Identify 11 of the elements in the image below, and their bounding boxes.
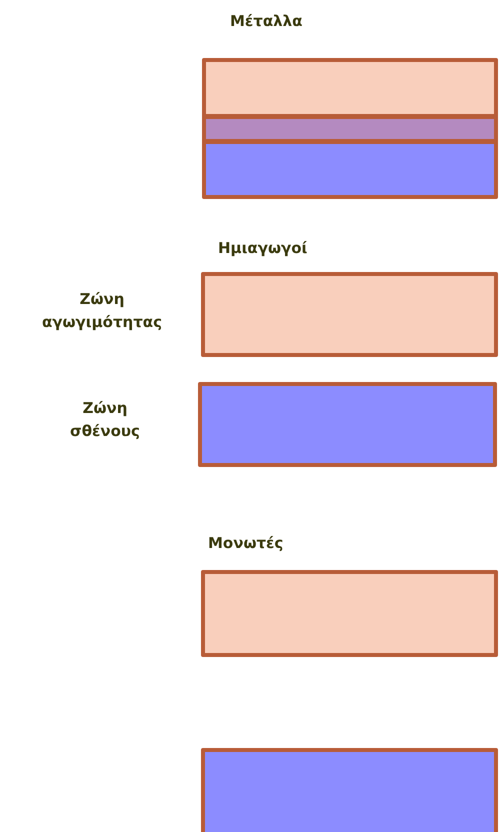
band-label: Ζώνη αγωγιμότητας <box>41 289 163 334</box>
heading: Μονωτές <box>208 533 284 554</box>
energy-band <box>202 140 498 199</box>
energy-band <box>198 382 497 467</box>
band-label: Ζώνη σθένους <box>69 398 141 442</box>
energy-band <box>201 570 498 657</box>
energy-band <box>202 58 498 118</box>
energy-band <box>201 748 498 832</box>
heading: Ημιαγωγοί <box>218 238 308 259</box>
energy-band <box>201 272 498 357</box>
heading: Μέταλλα <box>230 11 302 32</box>
